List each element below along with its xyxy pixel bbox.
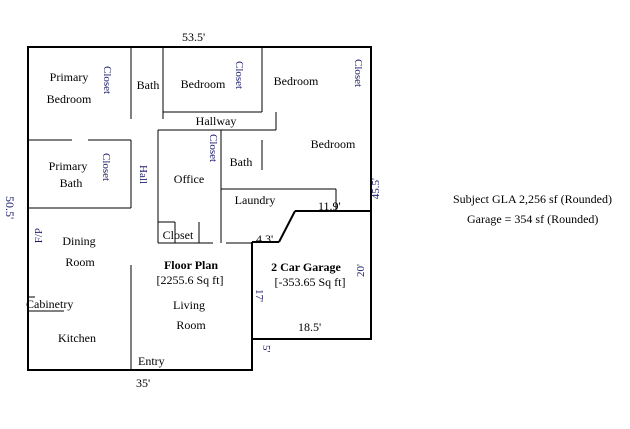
closet-label-bedroom-2: Closet xyxy=(352,59,364,88)
closet-label-primary: Closet xyxy=(101,66,113,95)
room-dining-line1: Dining xyxy=(62,234,96,248)
garage-diagonal xyxy=(278,210,296,243)
room-primary-bath-line1: Primary xyxy=(48,159,88,173)
room-hallway: Hallway xyxy=(195,114,237,128)
entry-label: Entry xyxy=(138,354,165,368)
fp-label: F/P xyxy=(33,228,45,244)
hall-label: Hall xyxy=(137,165,149,184)
room-bedroom-1: Bedroom xyxy=(180,77,226,91)
cabinetry-label: Cabinetry xyxy=(26,297,74,311)
garage-area: [-353.65 Sq ft] xyxy=(274,275,346,289)
room-living-line2: Room xyxy=(176,318,206,332)
room-bedroom-3: Bedroom xyxy=(310,137,356,151)
dim-garage-top: 11.9' xyxy=(318,199,341,213)
closet-label-bedroom-1: Closet xyxy=(233,61,245,90)
closet-label-office-bottom: Closet xyxy=(162,228,194,242)
garage-title: 2 Car Garage xyxy=(271,260,341,274)
room-living-line1: Living xyxy=(173,298,205,312)
closet-label-office: Closet xyxy=(207,134,219,163)
dim-bottom: 35' xyxy=(136,376,151,390)
summary-gla: Subject GLA 2,256 sf (Rounded) xyxy=(453,192,612,206)
room-dining-line2: Room xyxy=(65,255,95,269)
room-bedroom-2: Bedroom xyxy=(273,74,319,88)
room-bath-middle: Bath xyxy=(229,155,253,169)
room-primary-bedroom-line2: Bedroom xyxy=(46,92,92,106)
summary-garage: Garage = 354 sf (Rounded) xyxy=(467,212,599,226)
room-bath-top: Bath xyxy=(136,78,160,92)
room-primary-bath-line2: Bath xyxy=(59,176,83,190)
dim-garage-bottom: 18.5' xyxy=(298,320,322,334)
room-office: Office xyxy=(173,172,205,186)
dim-garage-left: 17' xyxy=(253,289,265,302)
room-primary-bedroom-line1: Primary xyxy=(49,70,89,84)
dim-top: 53.5' xyxy=(182,30,206,44)
room-laundry: Laundry xyxy=(234,193,276,207)
floor-plan-area: [2255.6 Sq ft] xyxy=(156,273,224,287)
room-kitchen: Kitchen xyxy=(58,331,96,345)
dim-garage-right: 20' xyxy=(355,264,367,277)
dim-entry-offset: 5' xyxy=(260,345,272,353)
dim-right: 45.5' xyxy=(370,178,382,200)
closet-label-primary-bath: Closet xyxy=(100,153,112,182)
dim-left: 50.5' xyxy=(3,196,17,220)
floor-plan-title: Floor Plan xyxy=(163,258,219,272)
dim-garage-step: 4.3' xyxy=(256,232,274,246)
